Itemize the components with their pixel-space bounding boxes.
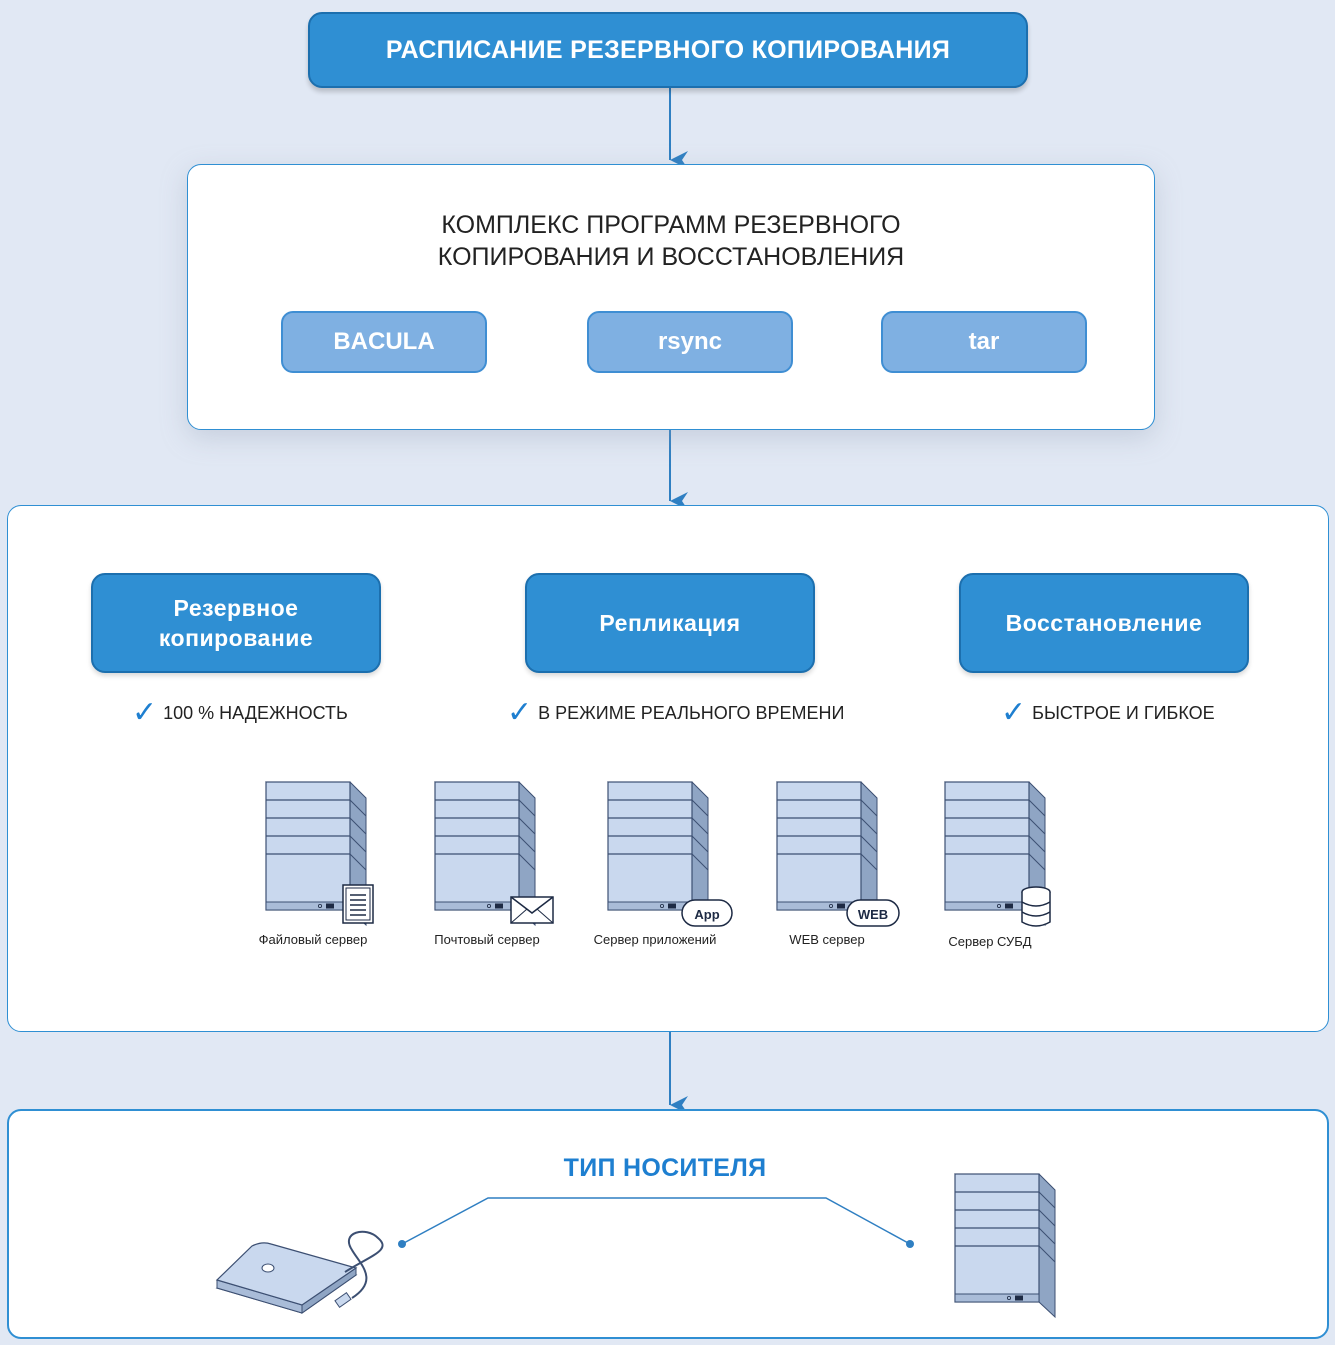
operations-panel: Резервное копирование Репликация Восстан…	[7, 505, 1329, 1032]
media-type-title: ТИП НОСИТЕЛЯ	[563, 1154, 767, 1182]
software-suite-panel: КОМПЛЕКС ПРОГРАММ РЕЗЕРВНОГО КОПИРОВАНИЯ…	[187, 164, 1155, 430]
server-label-dbms: Сервер СУБД	[948, 934, 1032, 949]
app-server-icon	[607, 781, 733, 927]
tool-label: rsync	[657, 328, 723, 355]
tool-bacula: BACULA	[281, 311, 487, 373]
web-badge-text: WEB	[857, 906, 889, 922]
tool-label: tar	[968, 328, 1000, 355]
schedule-title: РАСПИСАНИЕ РЕЗЕРВНОГО КОПИРОВАНИЯ	[385, 35, 951, 64]
operation-label: копирование	[158, 625, 314, 651]
operation-backup: Резервное копирование	[91, 573, 381, 673]
web-badge-icon: WEB	[847, 904, 899, 924]
tool-tar: tar	[881, 311, 1087, 373]
file-server-icon	[265, 781, 374, 926]
operation-label: Репликация	[599, 610, 741, 636]
tool-label: BACULA	[333, 328, 435, 355]
suite-title-line-2: КОПИРОВАНИЯ И ВОССТАНОВЛЕНИЯ	[437, 243, 905, 271]
server-label-web: WEB сервер	[789, 932, 865, 947]
schedule-box: РАСПИСАНИЕ РЕЗЕРВНОГО КОПИРОВАНИЯ	[308, 12, 1028, 88]
media-type-panel	[7, 1109, 1329, 1339]
server-icon	[954, 1173, 1056, 1318]
server-label-app: Сервер приложений	[593, 932, 717, 947]
feature-text: В РЕЖИМЕ РЕАЛЬНОГО ВРЕМЕНИ	[538, 702, 845, 723]
feature-text: 100 % НАДЕЖНОСТЬ	[163, 702, 348, 723]
server-label-mail: Почтовый сервер	[434, 932, 540, 947]
web-server-icon	[776, 781, 900, 927]
app-badge-icon: App	[682, 904, 732, 924]
media-connector-dot-left	[398, 1240, 406, 1248]
server-label-file: Файловый сервер	[258, 932, 368, 947]
operation-restore: Восстановление	[959, 573, 1249, 673]
operation-label: Восстановление	[1005, 610, 1203, 636]
checkmark-icon: ✓	[507, 696, 533, 729]
suite-title: КОМПЛЕКС ПРОГРАММ РЕЗЕРВНОГО КОПИРОВАНИЯ…	[188, 209, 1154, 273]
mail-server-icon	[434, 781, 554, 926]
suite-title-line-1: КОМПЛЕКС ПРОГРАММ РЕЗЕРВНОГО	[441, 211, 901, 239]
feature-realtime: ✓ В РЕЖИМЕ РЕАЛЬНОГО ВРЕМЕНИ	[507, 698, 844, 728]
feature-reliability: ✓ 100 % НАДЕЖНОСТЬ	[132, 698, 348, 728]
feature-text: БЫСТРОЕ И ГИБКОЕ	[1032, 702, 1215, 723]
checkmark-icon: ✓	[132, 696, 158, 729]
operation-label: Резервное	[173, 595, 299, 621]
dbms-server-icon	[944, 781, 1051, 927]
checkmark-icon: ✓	[1001, 696, 1027, 729]
feature-fast-flexible: ✓ БЫСТРОЕ И ГИБКОЕ	[1001, 698, 1215, 728]
media-connector-lines	[401, 1197, 911, 1245]
media-connector-dot-right	[906, 1240, 914, 1248]
tool-rsync: rsync	[587, 311, 793, 373]
app-badge-text: App	[694, 906, 720, 922]
operation-replication: Репликация	[525, 573, 815, 673]
external-drive-icon	[215, 1230, 384, 1314]
